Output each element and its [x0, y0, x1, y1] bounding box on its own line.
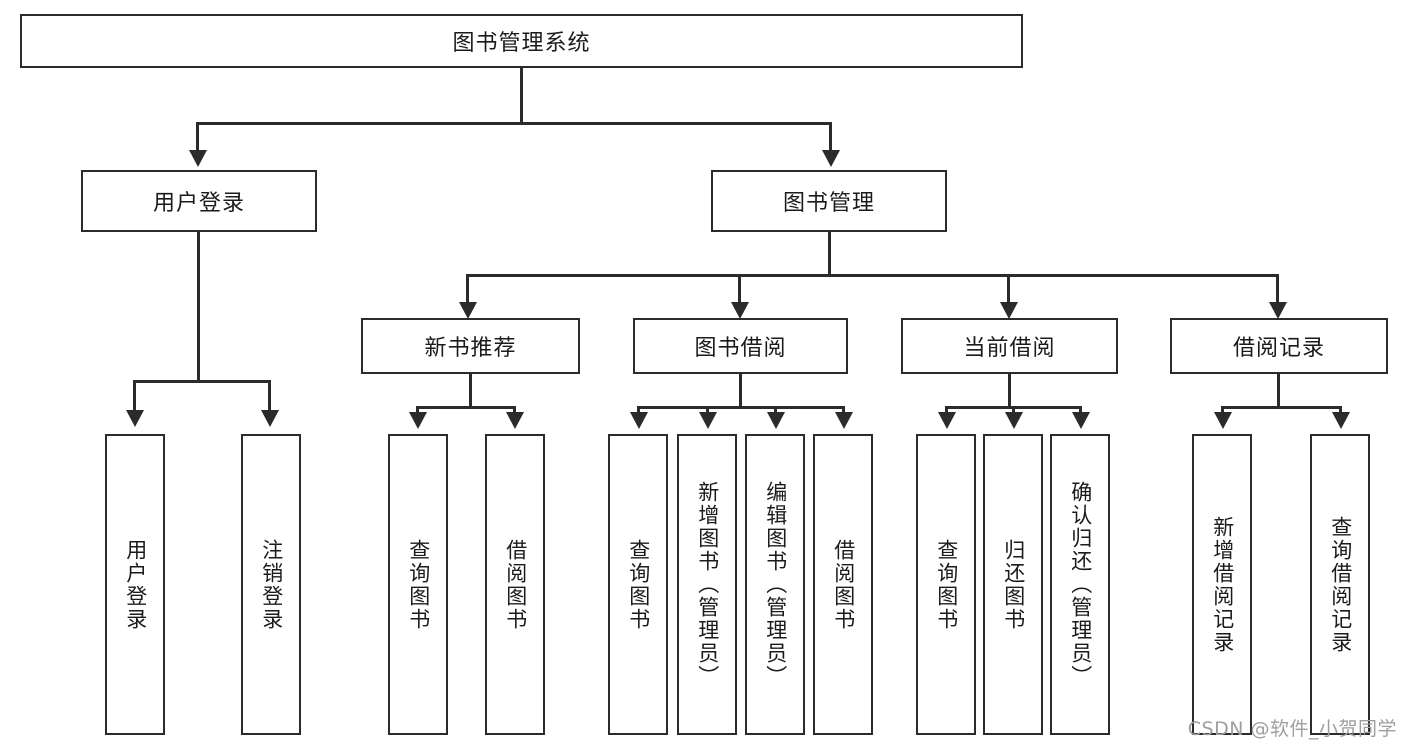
edge-user-login-stem: [197, 232, 200, 380]
edge-book-management-stem: [828, 232, 831, 274]
arrow-to-leaf-add-borrow-record: [1214, 412, 1232, 429]
node-new-book-recommend[interactable]: 新书推荐: [361, 318, 580, 374]
edge-bb-to-leaf-2: [706, 406, 709, 414]
edge-user-login-to-leaf-1: [133, 380, 136, 412]
watermark: CSDN @软件_小贺同学: [1187, 718, 1397, 740]
arrow-to-leaf-query-book-bb: [630, 412, 648, 429]
node-label: 图书管理系统: [452, 31, 591, 56]
edge-current-borrow-stem: [1008, 374, 1011, 406]
leaf-label: 新增借阅记录: [1210, 515, 1235, 654]
leaf-label: 查询图书: [406, 538, 431, 631]
arrow-to-leaf-edit-book: [767, 412, 785, 429]
node-user-login[interactable]: 用户登录: [81, 170, 317, 232]
leaf-edit-book-admin[interactable]: 编辑图书（管理员）: [745, 434, 805, 735]
edge-new-book-recommend-stem: [469, 374, 472, 406]
edge-to-current-borrow: [1007, 274, 1010, 304]
edge-br-to-leaf-1: [1221, 406, 1224, 414]
leaf-label: 借阅图书: [503, 538, 528, 631]
leaf-label: 确认归还（管理员）: [1068, 481, 1093, 688]
edge-cb-to-leaf-3: [1079, 406, 1082, 414]
node-label: 当前借阅: [963, 336, 1056, 361]
arrow-to-user-login: [189, 150, 207, 167]
node-label: 图书借阅: [694, 336, 787, 361]
leaf-label: 注销登录: [259, 538, 284, 631]
edge-bb-to-leaf-4: [842, 406, 845, 414]
leaf-label: 归还图书: [1001, 538, 1026, 631]
edge-user-login-bus: [133, 380, 270, 383]
arrow-to-current-borrow: [1000, 302, 1018, 319]
arrow-to-leaf-query-borrow-record: [1332, 412, 1350, 429]
arrow-to-borrow-record: [1269, 302, 1287, 319]
edge-root-stem: [520, 68, 523, 122]
arrow-to-leaf-add-book: [699, 412, 717, 429]
node-label: 用户登录: [152, 191, 245, 216]
leaf-label: 查询图书: [934, 538, 959, 631]
arrow-to-leaf-return-book: [1005, 412, 1023, 429]
leaf-label: 新增图书（管理员）: [695, 481, 720, 688]
leaf-label: 借阅图书: [831, 538, 856, 631]
edge-to-new-book-recommend: [466, 274, 469, 304]
edge-to-book-borrow: [738, 274, 741, 304]
leaf-return-book[interactable]: 归还图书: [983, 434, 1043, 735]
leaf-add-borrow-record[interactable]: 新增借阅记录: [1192, 434, 1252, 735]
edge-nbr-to-leaf-2: [513, 406, 516, 414]
edge-bb-to-leaf-3: [774, 406, 777, 414]
leaf-user-login[interactable]: 用户登录: [105, 434, 165, 735]
leaf-add-book-admin[interactable]: 新增图书（管理员）: [677, 434, 737, 735]
arrow-to-new-book-recommend: [459, 302, 477, 319]
leaf-query-book-borrow[interactable]: 查询图书: [608, 434, 668, 735]
arrow-to-leaf-query-book-cb: [938, 412, 956, 429]
leaf-label: 查询图书: [626, 538, 651, 631]
arrow-to-leaf-borrow-book-bb: [835, 412, 853, 429]
edge-br-to-leaf-2: [1339, 406, 1342, 414]
edge-borrow-record-stem: [1277, 374, 1280, 406]
edge-root-to-book-management: [829, 122, 832, 152]
edge-book-borrow-stem: [739, 374, 742, 406]
leaf-logout[interactable]: 注销登录: [241, 434, 301, 735]
node-borrow-record[interactable]: 借阅记录: [1170, 318, 1388, 374]
leaf-borrow-book[interactable]: 借阅图书: [813, 434, 873, 735]
node-label: 新书推荐: [424, 336, 517, 361]
edge-cb-to-leaf-1: [945, 406, 948, 414]
leaf-borrow-book-new-recommend[interactable]: 借阅图书: [485, 434, 545, 735]
leaf-label: 编辑图书（管理员）: [763, 481, 788, 688]
node-book-management[interactable]: 图书管理: [711, 170, 947, 232]
edge-root-bus: [196, 122, 832, 125]
node-book-borrow[interactable]: 图书借阅: [633, 318, 848, 374]
arrow-to-book-management: [822, 150, 840, 167]
node-root-book-management-system[interactable]: 图书管理系统: [20, 14, 1023, 68]
arrow-to-leaf-confirm-return: [1072, 412, 1090, 429]
arrow-to-leaf-query-book-nbr: [409, 412, 427, 429]
edge-to-borrow-record: [1276, 274, 1279, 304]
edge-nbr-to-leaf-1: [416, 406, 419, 414]
arrow-to-leaf-borrow-book-nbr: [506, 412, 524, 429]
leaf-label: 用户登录: [123, 538, 148, 631]
edge-level3-bus: [466, 274, 1279, 277]
leaf-query-borrow-record[interactable]: 查询借阅记录: [1310, 434, 1370, 735]
leaf-query-book-new-recommend[interactable]: 查询图书: [388, 434, 448, 735]
edge-new-book-recommend-bus: [416, 406, 515, 409]
edge-borrow-record-bus: [1221, 406, 1341, 409]
edge-user-login-to-leaf-2: [268, 380, 271, 412]
edge-book-borrow-bus: [637, 406, 844, 409]
edge-bb-to-leaf-1: [637, 406, 640, 414]
arrow-to-leaf-user-login: [126, 410, 144, 427]
arrow-to-book-borrow: [731, 302, 749, 319]
edge-cb-to-leaf-2: [1012, 406, 1015, 414]
leaf-query-book-current[interactable]: 查询图书: [916, 434, 976, 735]
node-label: 图书管理: [782, 191, 875, 216]
node-label: 借阅记录: [1232, 336, 1325, 361]
node-current-borrow[interactable]: 当前借阅: [901, 318, 1118, 374]
arrow-to-leaf-logout: [261, 410, 279, 427]
leaf-label: 查询借阅记录: [1328, 515, 1353, 654]
edge-root-to-user-login: [196, 122, 199, 152]
leaf-confirm-return-admin[interactable]: 确认归还（管理员）: [1050, 434, 1110, 735]
